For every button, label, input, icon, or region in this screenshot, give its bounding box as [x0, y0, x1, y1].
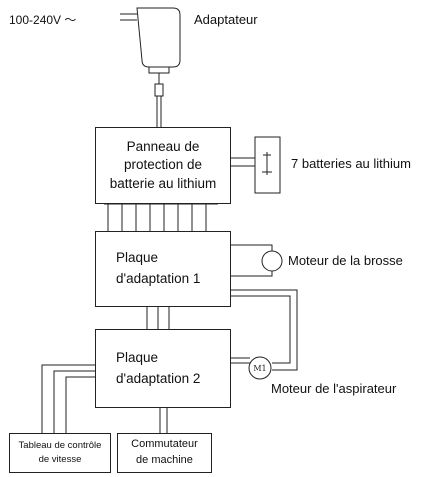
adapter-icon	[120, 7, 181, 127]
battery-pack-icon	[231, 136, 281, 194]
protection-board: Panneau de protection de batterie au lit…	[95, 127, 231, 204]
machine-switch: Commutateur de machine	[117, 433, 212, 473]
adapter-board-2: Plaque d'adaptation 2	[95, 329, 231, 408]
wire-bus-protection-to-board1	[104, 203, 218, 231]
wire-board2-to-machine-switch	[159, 408, 168, 433]
suction-motor-icon: M1	[248, 356, 272, 380]
adapter-board-1: Plaque d'adaptation 1	[95, 231, 231, 307]
brush-motor-icon	[231, 244, 283, 277]
motor-symbol-label: M1	[253, 364, 266, 373]
input-voltage-label: 100-240V ～	[9, 13, 77, 27]
wire-bus-board1-to-board2	[146, 307, 170, 329]
adapter-label: Adaptateur	[194, 12, 258, 27]
suction-motor-label: Moteur de l'aspirateur	[271, 381, 397, 396]
wire-board2-to-speed-panel	[41, 364, 95, 433]
speed-control-panel: Tableau de contrôle de vitesse	[9, 433, 111, 473]
brush-motor-label: Moteur de la brosse	[288, 253, 403, 268]
batteries-label: 7 batteries au lithium	[291, 156, 411, 171]
suction-motor-wiring	[231, 289, 298, 371]
